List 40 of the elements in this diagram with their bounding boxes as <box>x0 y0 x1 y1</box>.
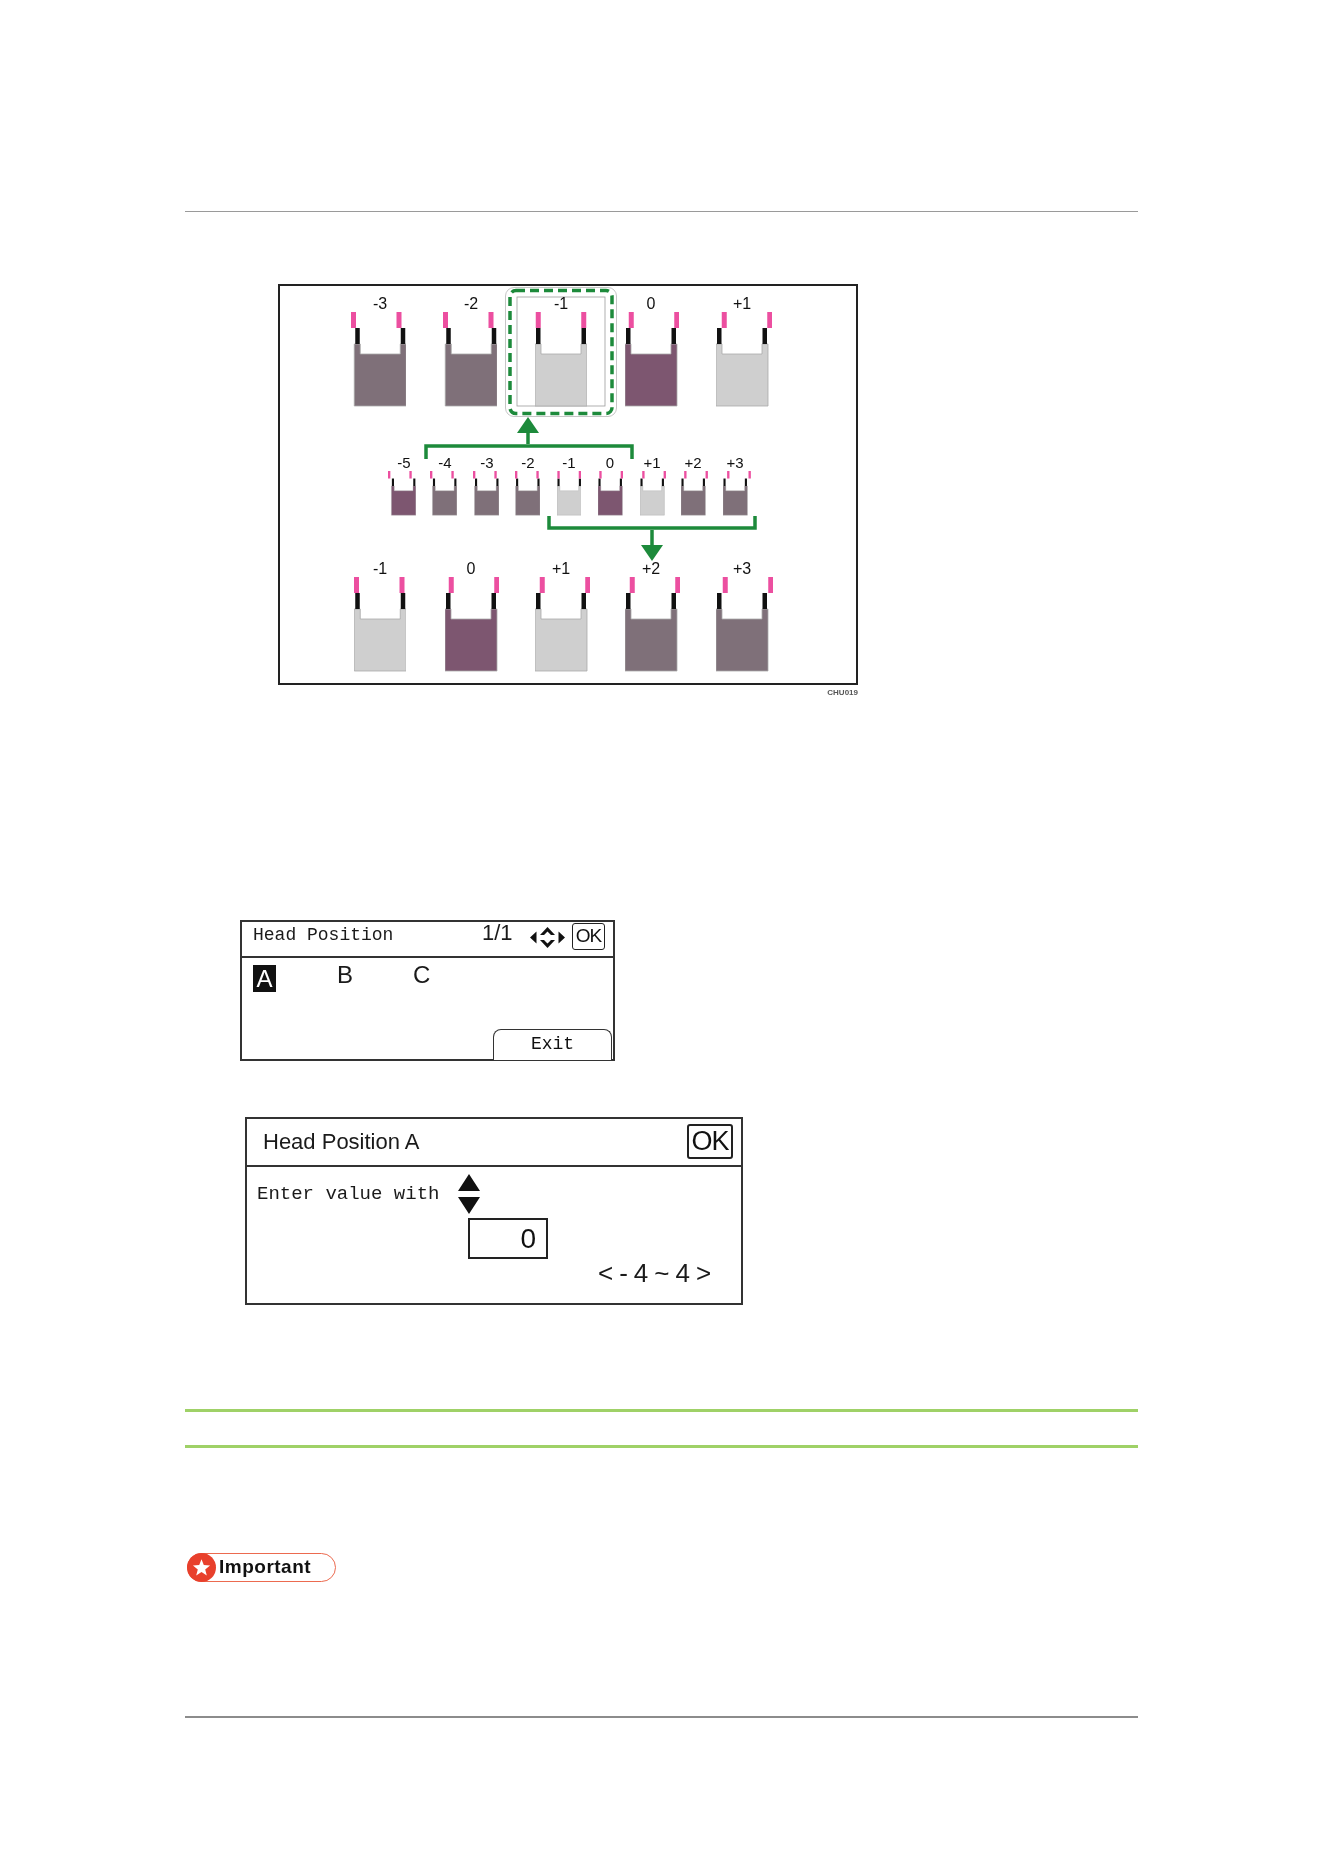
option-label: B <box>337 960 353 989</box>
bracket <box>547 516 757 530</box>
ok-button: OK <box>572 923 605 950</box>
screen-title: Head Position <box>253 924 394 946</box>
pattern-number: -2 <box>463 296 479 312</box>
page-indicator: 1/1 <box>482 920 513 946</box>
instruction-text: Enter value with <box>257 1183 440 1206</box>
pattern-number: 0 <box>466 561 476 577</box>
pattern-number: +3 <box>726 455 744 471</box>
pattern-number: +3 <box>732 561 752 577</box>
arrow <box>641 530 663 561</box>
selected-option: A <box>253 965 276 992</box>
ok-button: OK <box>687 1124 733 1159</box>
range-text: <-4~4> <box>598 1258 718 1289</box>
pattern-number: +1 <box>643 455 661 471</box>
selection-frame <box>505 287 617 417</box>
pattern-number: -1 <box>562 455 576 471</box>
pattern-number: -1 <box>372 561 388 577</box>
pattern-number: -5 <box>397 455 411 471</box>
value-field: 0 <box>468 1218 548 1259</box>
exit-button: Exit <box>493 1029 612 1060</box>
lcd-screen <box>245 1117 743 1305</box>
pattern-number: -3 <box>480 455 494 471</box>
option-label: C <box>413 960 431 989</box>
bracket <box>424 444 634 459</box>
pattern-number: -4 <box>438 455 452 471</box>
badge-label: Important <box>219 1555 312 1579</box>
pattern-number: 0 <box>605 455 615 471</box>
pattern-number: +1 <box>732 296 752 312</box>
pattern-number: +1 <box>551 561 571 577</box>
pattern-number: -1 <box>553 296 569 312</box>
pattern-number: +2 <box>641 561 661 577</box>
arrow <box>517 417 539 444</box>
pattern-number: +2 <box>684 455 702 471</box>
pattern-number: 0 <box>646 296 656 312</box>
lcd-screen <box>240 920 615 1061</box>
screen-title: Head Position A <box>263 1129 420 1155</box>
pattern-number: -3 <box>372 296 388 312</box>
figure-code: CHU019 <box>827 688 858 698</box>
pattern-number: -2 <box>521 455 535 471</box>
